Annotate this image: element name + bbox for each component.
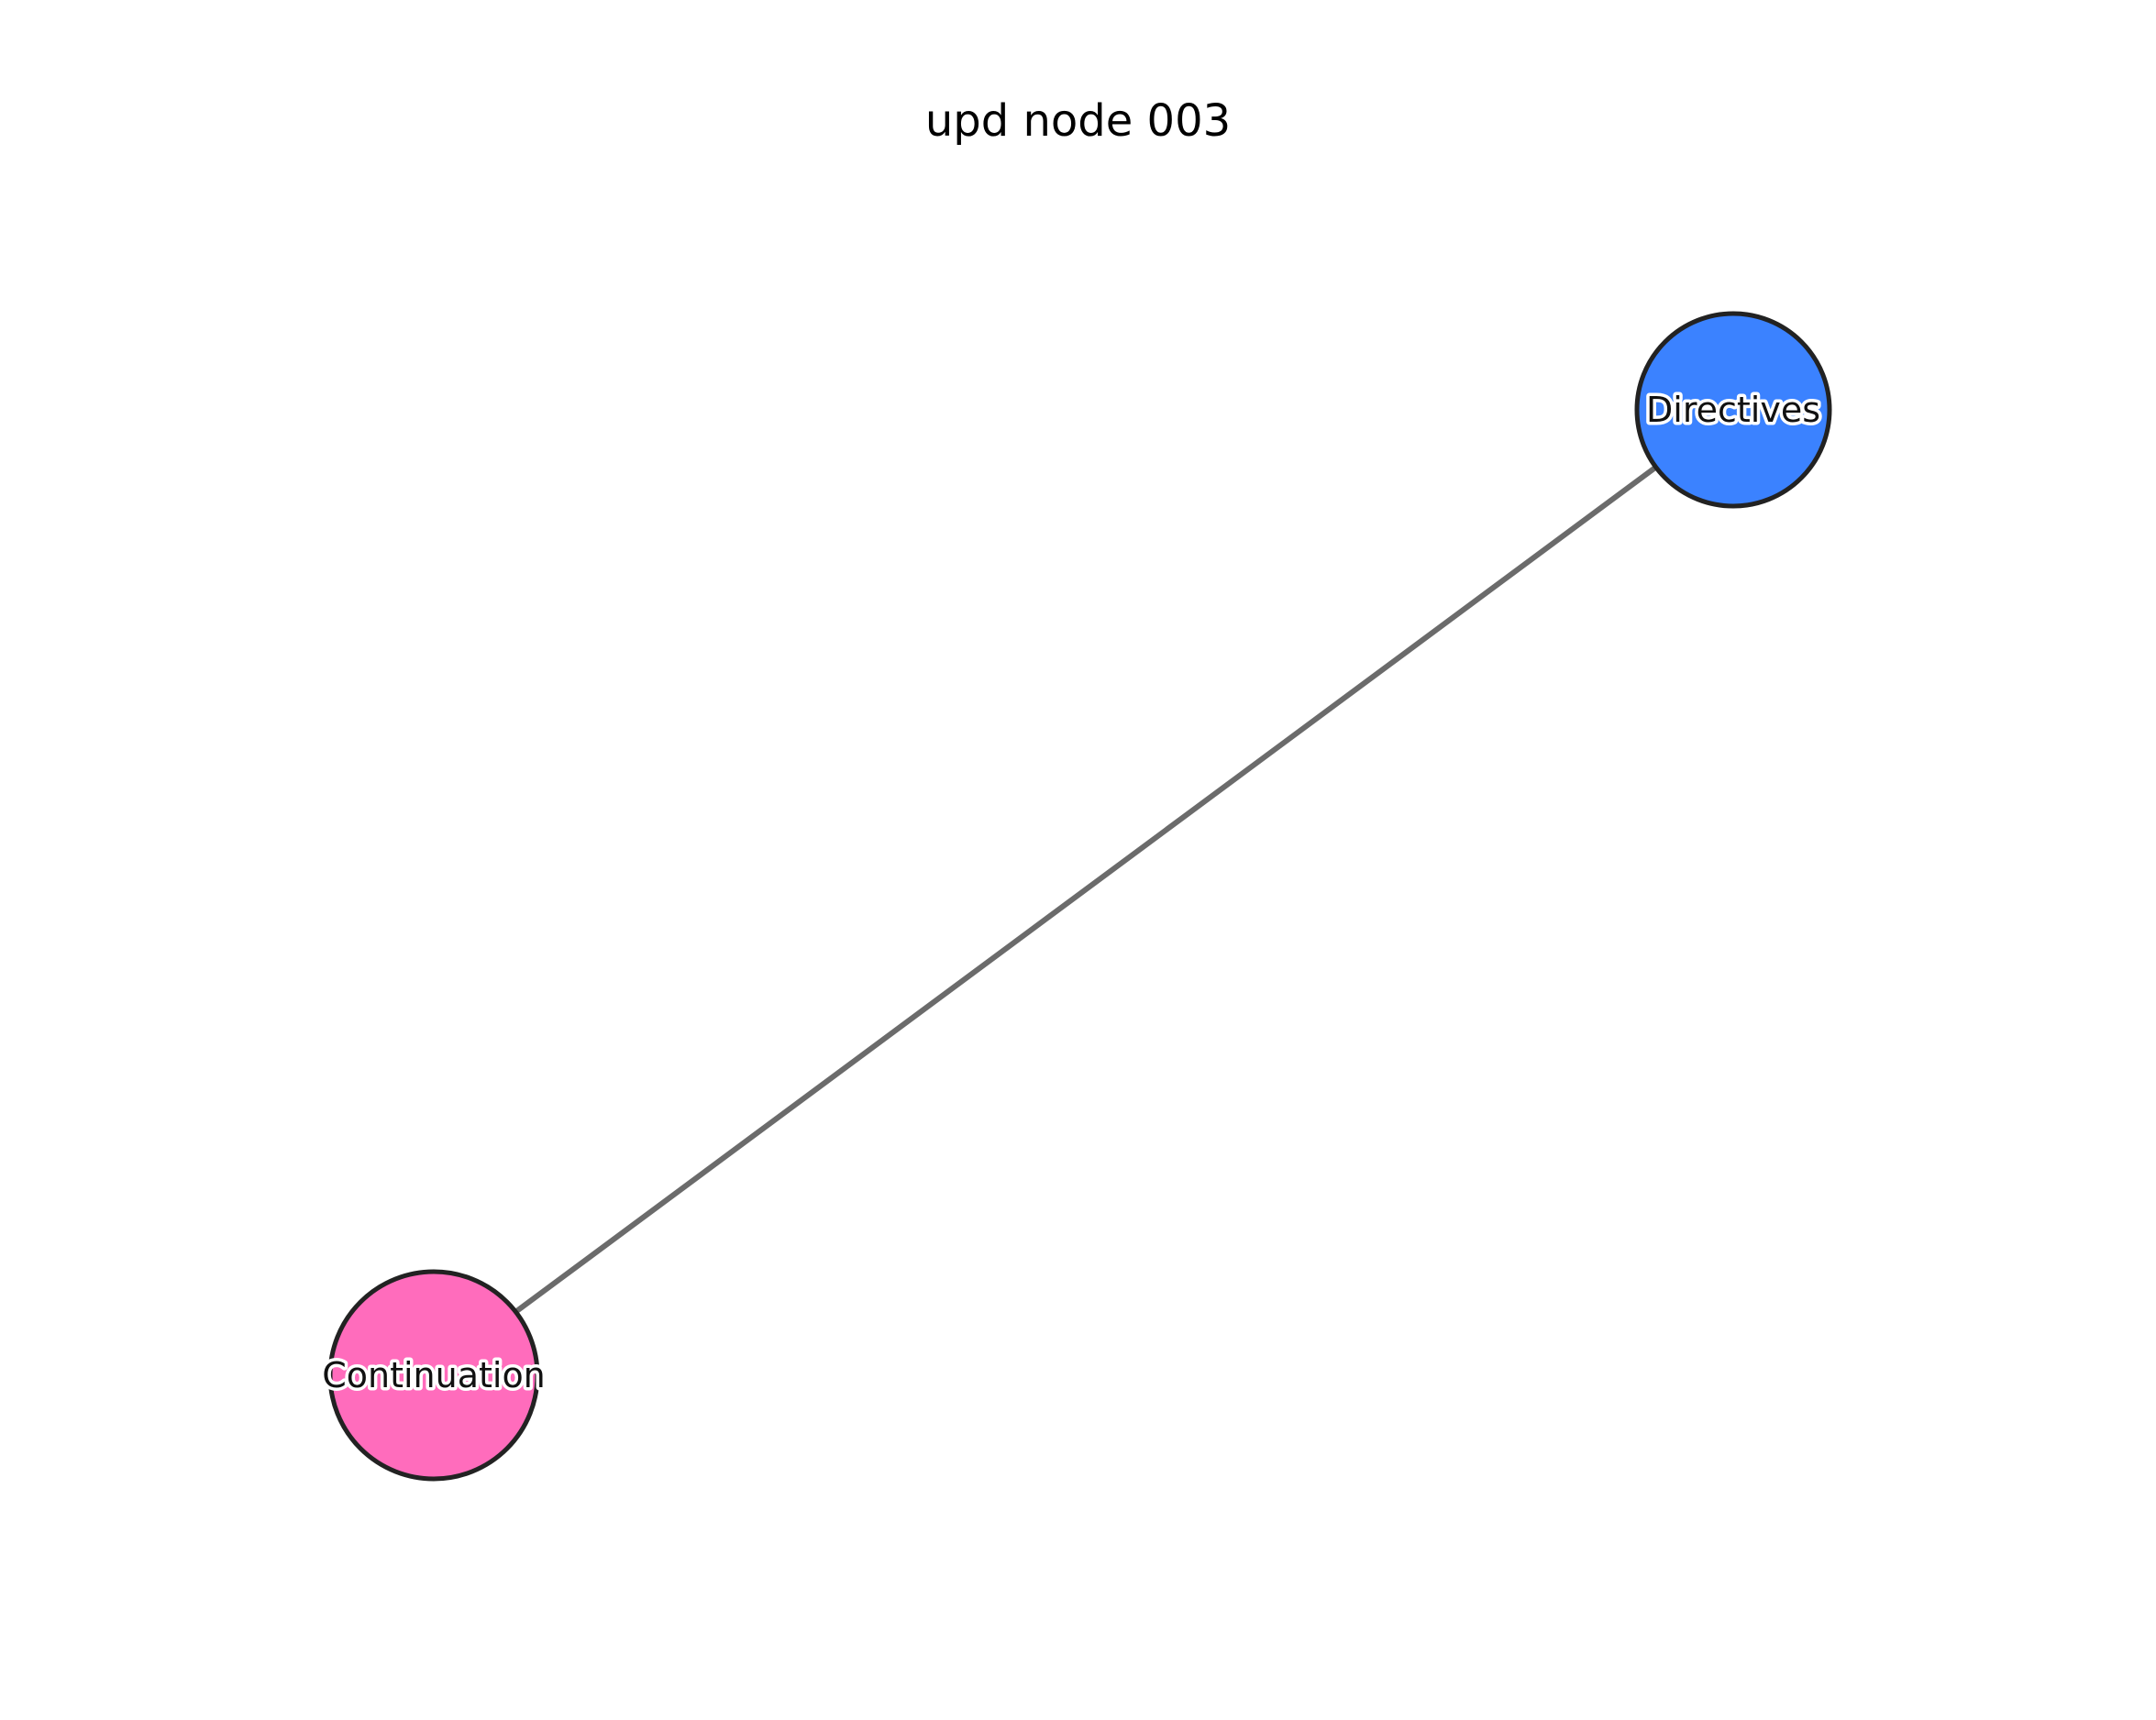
node-directives-circle[interactable] — [1634, 311, 1832, 509]
node-continuation[interactable]: Continuation — [319, 1269, 548, 1482]
node-directives-label: Directives — [1646, 390, 1820, 430]
edge-continuation-directives — [432, 407, 1735, 1375]
diagram-title: upd node 003 — [924, 95, 1232, 147]
node-continuation-circle[interactable] — [327, 1269, 540, 1482]
node-continuation-label: Continuation — [322, 1355, 546, 1395]
node-directives[interactable]: Directives — [1634, 311, 1832, 509]
